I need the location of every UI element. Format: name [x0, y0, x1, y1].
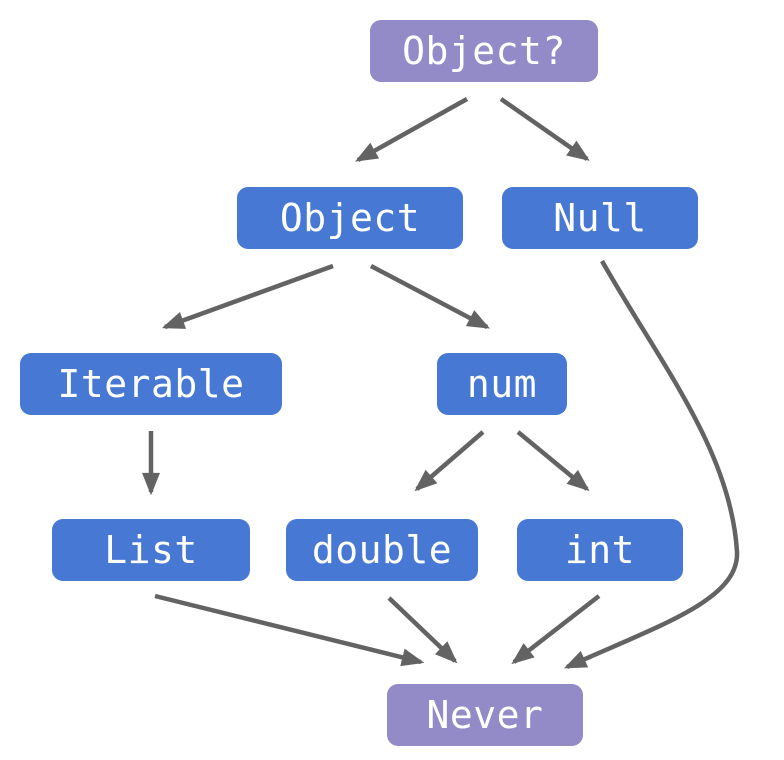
- edge-object-to-iterable: [161, 263, 334, 330]
- node-num: num: [437, 353, 567, 415]
- edge-num-to-double: [414, 430, 485, 492]
- node-int: int: [517, 519, 683, 581]
- node-object-nullable: Object?: [370, 20, 598, 82]
- edge-object-to-num: [369, 264, 490, 329]
- node-double: double: [286, 519, 478, 581]
- node-never: Never: [387, 684, 583, 746]
- node-object: Object: [237, 187, 463, 249]
- edge-null-to-never: [563, 259, 740, 670]
- edge-int-to-never: [511, 594, 601, 665]
- edge-num-to-int: [516, 430, 590, 492]
- edge-objectq-to-null: [499, 97, 590, 161]
- node-null: Null: [502, 187, 698, 249]
- node-list: List: [52, 519, 250, 581]
- edge-double-to-never: [387, 596, 458, 664]
- edge-objectq-to-object: [355, 97, 469, 162]
- edge-list-to-never: [154, 593, 425, 667]
- node-iterable: Iterable: [20, 353, 282, 415]
